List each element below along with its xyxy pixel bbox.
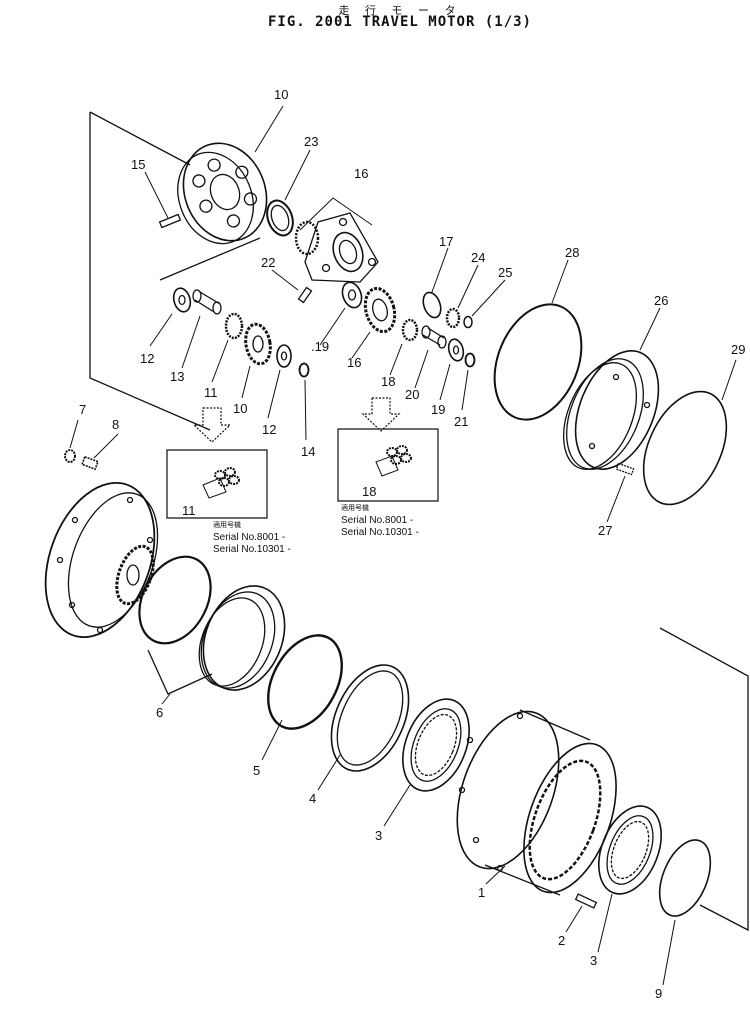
pin-22 [299, 288, 312, 303]
bearing-18 [403, 320, 417, 340]
callout-19a: .19 [311, 339, 330, 354]
callout-16b: 16 [347, 355, 362, 370]
callout-21: 21 [454, 414, 469, 429]
shaft-13 [193, 290, 221, 314]
figure-title: FIG. 2001 TRAVEL MOTOR (1/3) [267, 14, 532, 30]
ring-4 [316, 653, 424, 783]
thrust-washer-19b [446, 338, 465, 363]
plug-8 [82, 457, 98, 469]
bracket-6 [147, 649, 213, 695]
inset-left-note: 適用号機 Serial No.8001 - Serial No.10301 - [213, 520, 291, 556]
seal-o-ring-6a [125, 544, 225, 655]
seal-ring-6b [187, 574, 300, 703]
pin-2 [576, 894, 597, 908]
cover-26 [549, 339, 674, 482]
callout-6: 6 [156, 705, 164, 720]
thrust-washer-19a [339, 280, 365, 311]
callout-11: 11 [204, 385, 218, 400]
callout-3b: 3 [590, 953, 598, 968]
callout-3a: 3 [375, 828, 383, 843]
ring-21 [466, 354, 475, 367]
inset-right-serial-1: Serial No.8001 - [341, 515, 414, 526]
callout-26: 26 [654, 293, 669, 308]
callout-8: 8 [112, 417, 120, 432]
callout-19b: 19 [431, 402, 446, 417]
callout-1: 1 [478, 885, 486, 900]
callout-16a: 16 [354, 166, 369, 181]
spacer-20 [422, 326, 446, 348]
plug-7 [65, 450, 75, 462]
callout-14: 14 [301, 444, 316, 459]
callout-17: 17 [439, 234, 454, 249]
callout-18: 18 [381, 374, 396, 389]
ring-23 [263, 197, 298, 239]
callout-13: 13 [170, 369, 185, 384]
inset-left-serial-2: Serial No.10301 - [213, 544, 291, 555]
motor-housing [26, 468, 175, 653]
callout-22: 22 [261, 255, 276, 270]
inset-box-right [338, 398, 438, 501]
callout-29: 29 [731, 342, 746, 357]
inset-left-label-jp: 適用号機 [213, 522, 241, 529]
leader-lines [70, 106, 736, 985]
callout-20: 20 [405, 387, 420, 402]
inset-left-part: 11 [182, 503, 196, 518]
inset-right-serial-2: Serial No.10301 - [341, 527, 419, 538]
sprocket-hub-drum [438, 698, 635, 905]
ring-14 [300, 364, 309, 377]
callout-7: 7 [79, 402, 87, 417]
planet-carrier-plate [163, 131, 281, 256]
inset-left-serial-1: Serial No.8001 - [213, 532, 286, 543]
callout-12a: 12 [140, 351, 155, 366]
callout-12b: 12 [262, 422, 277, 437]
inset-box-left [167, 408, 267, 518]
snap-ring-9 [650, 833, 721, 924]
callout-10a: 10 [274, 87, 289, 102]
bolt-27 [616, 463, 633, 474]
callout-9: 9 [655, 986, 663, 1001]
o-ring-5 [253, 623, 356, 741]
bearing-3b [587, 797, 673, 903]
o-ring-28 [478, 291, 597, 432]
planet-gear-10 [243, 322, 274, 366]
reduction-gear-assembly [296, 213, 378, 282]
callout-2: 2 [558, 933, 566, 948]
bearing-3a [390, 689, 482, 800]
inset-right-note: 適用号機 Serial No.8001 - Serial No.10301 - [341, 503, 419, 539]
callout-23: 23 [304, 134, 319, 149]
snap-ring-17 [420, 290, 444, 320]
title-japanese: 走 行 モ ー タ [338, 4, 462, 17]
callout-10b: 10 [233, 401, 248, 416]
thrust-washer-12b [277, 345, 291, 367]
thrust-washer-12a [171, 286, 193, 313]
callout-27: 27 [598, 523, 613, 538]
inset-right-label-jp: 適用号機 [341, 505, 369, 512]
needle-bearing-24 [447, 309, 459, 327]
gear-16b [361, 285, 399, 335]
callout-25: 25 [498, 265, 513, 280]
callout-24: 24 [471, 250, 486, 265]
ring-25 [464, 317, 472, 328]
callout-5: 5 [253, 763, 261, 778]
callout-15: 15 [131, 157, 146, 172]
callout-4: 4 [309, 791, 317, 806]
group-frame-right [659, 627, 749, 932]
snap-ring-29 [627, 378, 743, 517]
pin-15 [160, 214, 181, 227]
inset-right-part: 18 [362, 484, 377, 499]
group-frame-upper [89, 111, 261, 431]
callout-28: 28 [565, 245, 580, 260]
needle-bearing-11 [226, 314, 242, 338]
